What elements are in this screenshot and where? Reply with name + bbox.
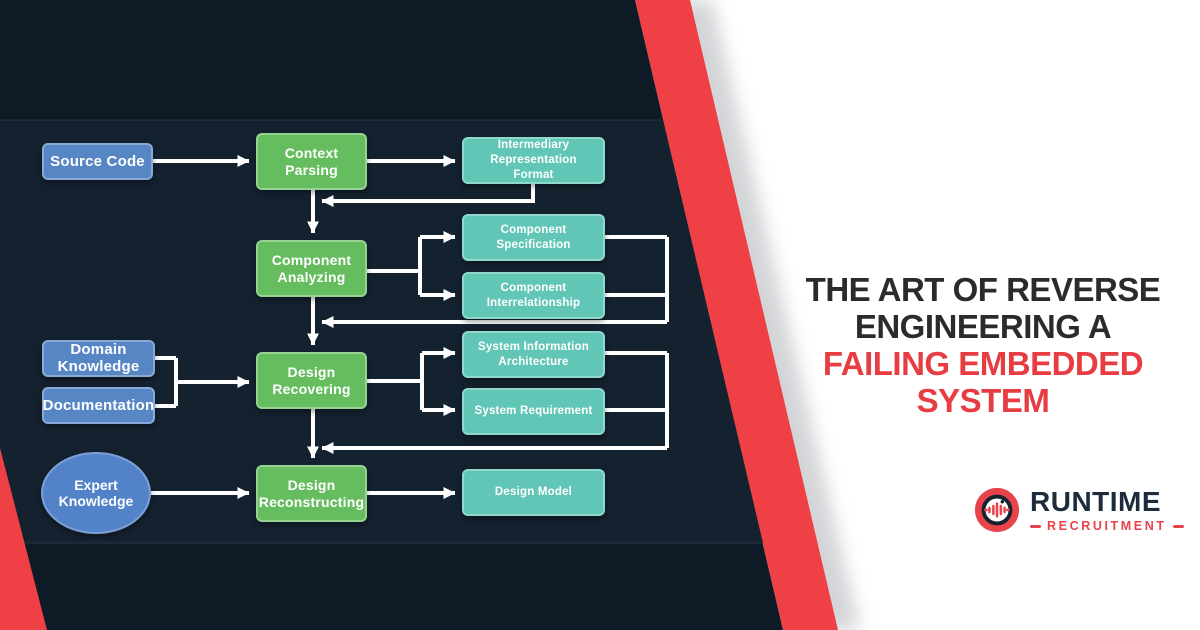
corner-red-wedge bbox=[0, 448, 47, 630]
dash-decoration-left bbox=[1030, 524, 1041, 528]
node-component-specification: Component Specification bbox=[462, 214, 605, 261]
node-component-analyzing: Component Analyzing bbox=[256, 240, 367, 297]
logo-subtitle-row: RECRUITMENT bbox=[1030, 518, 1184, 533]
runtime-recruitment-logo: RUNTIME RECRUITMENT bbox=[973, 486, 1184, 534]
node-expert-knowledge: Expert Knowledge bbox=[41, 452, 151, 534]
flowchart-connectors bbox=[237, 155, 456, 499]
navy-panel bbox=[0, 0, 783, 630]
node-component-interrelationship: Component Interrelationship bbox=[462, 272, 605, 319]
logo-brand-text: RUNTIME bbox=[1030, 485, 1162, 517]
headline-dark-text: THE ART OF REVERSE ENGINEERING A bbox=[805, 271, 1161, 345]
logo-text-block: RUNTIME RECRUITMENT bbox=[1030, 485, 1184, 533]
node-domain-knowledge: Domain Knowledge bbox=[42, 340, 155, 377]
node-documentation: Documentation bbox=[42, 387, 155, 424]
dash-decoration-right bbox=[1172, 524, 1184, 528]
logo-subtitle-text: RECRUITMENT bbox=[1047, 518, 1167, 533]
runtime-waveform-icon bbox=[974, 487, 1020, 533]
headline: THE ART OF REVERSE ENGINEERING A FAILING… bbox=[794, 271, 1172, 419]
node-context-parsing: Context Parsing bbox=[256, 133, 367, 190]
node-design-reconstructing: Design Reconstructing bbox=[256, 465, 367, 522]
node-system-information-architecture: System Information Architecture bbox=[462, 331, 605, 378]
node-design-model: Design Model bbox=[462, 469, 605, 516]
node-system-requirement: System Requirement bbox=[462, 388, 605, 435]
node-design-recovering: Design Recovering bbox=[256, 352, 367, 409]
node-intermediary-representation-format: Intermediary Representation Format bbox=[462, 137, 605, 184]
node-source-code: Source Code bbox=[42, 143, 153, 180]
headline-red-text: FAILING EMBEDDED SYSTEM bbox=[822, 345, 1144, 419]
